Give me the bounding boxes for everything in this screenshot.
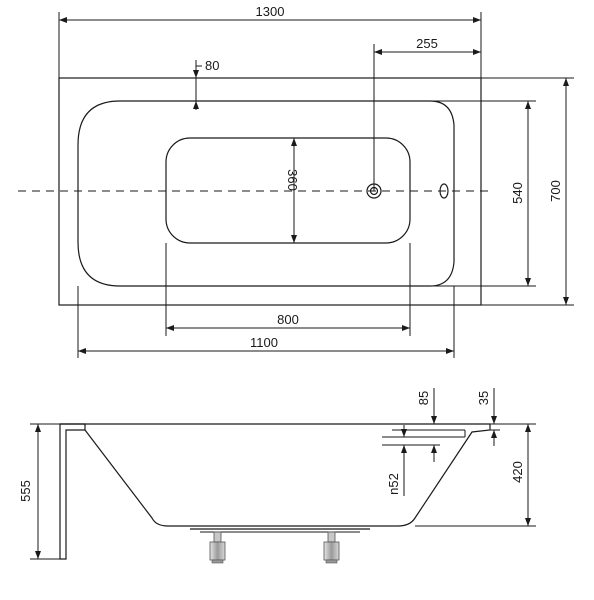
dimension-255-label: 255 [416, 36, 438, 51]
dimension-35: 35 [476, 388, 500, 446]
dimension-360: 360 [285, 138, 300, 243]
dimension-1100: 1100 [77, 286, 455, 358]
dimension-800: 800 [165, 243, 411, 336]
overflow-icon [439, 183, 449, 199]
dimension-85: 85 [416, 388, 437, 462]
dimension-700-label: 700 [548, 180, 563, 202]
dimension-360-label: 360 [285, 169, 300, 191]
dimension-700: 700 [481, 77, 574, 306]
leg-right [323, 531, 340, 564]
dimension-420-label: 420 [510, 461, 525, 483]
dimension-n52: n52 [382, 425, 440, 496]
dimension-35-label: 35 [476, 391, 491, 405]
dimension-540: 540 [430, 100, 536, 287]
apron-panel [59, 423, 86, 560]
dimension-1300-label: 1300 [256, 4, 285, 19]
dimension-n52-label: n52 [386, 473, 401, 495]
dimension-80: 80 [193, 58, 219, 110]
dimension-540-label: 540 [510, 182, 525, 204]
side-view: 555 85 35 n52 [18, 388, 536, 564]
tub-side-profile [60, 423, 491, 527]
dimension-800-label: 800 [277, 312, 299, 327]
top-view: 1300 255 80 360 [18, 4, 574, 358]
dimension-255: 255 [373, 36, 481, 191]
dimension-80-label: 80 [205, 58, 219, 73]
tub-basin-outline [77, 100, 455, 287]
dimension-420: 420 [415, 423, 536, 527]
leg-left [209, 531, 226, 564]
dimension-1300: 1300 [58, 4, 482, 78]
dimension-1100-label: 1100 [250, 335, 278, 350]
dimension-555: 555 [18, 423, 60, 560]
dimension-555-label: 555 [18, 480, 33, 502]
dimension-85-label: 85 [416, 391, 431, 405]
